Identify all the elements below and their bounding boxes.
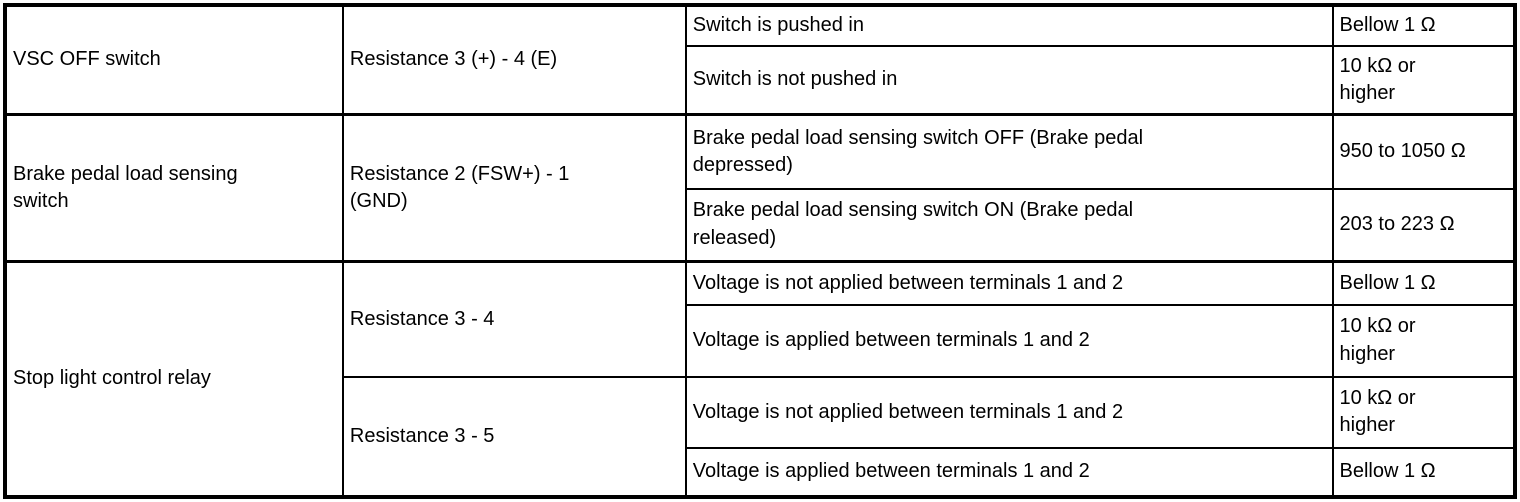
table-row: Voltage is applied between terminals 1 a… [5,446,1516,499]
value-cell: 10 kΩ or higher [1331,376,1516,449]
test-cell: Resistance 3 - 5 [341,376,687,498]
component-cell: VSC OFF switch [4,4,344,116]
test-cell: Resistance 3 (+) - 4 (E) [341,4,687,116]
value-cell: Bellow 1 Ω [1331,3,1516,48]
condition-cell: Brake pedal load sensing switch OFF (Bra… [684,113,1334,191]
component-cell: Brake pedal load sensing switch [4,113,344,263]
value-cell: Bellow 1 Ω [1331,446,1516,499]
test-cell: Resistance 3 - 4 [341,260,687,379]
condition-cell: Voltage is applied between terminals 1 a… [684,303,1334,379]
table-row: Switch is not pushed in 10 kΩ or higher [5,45,1516,116]
component-cell: Stop light control relay [4,260,344,499]
spec-table: VSC OFF switch Resistance 3 (+) - 4 (E) … [3,3,1517,499]
table-row: VSC OFF switch Resistance 3 (+) - 4 (E) … [4,3,1516,116]
value-cell: 950 to 1050 Ω [1331,113,1516,191]
table-row: Stop light control relay Resistance 3 - … [4,260,1516,499]
condition-cell: Switch is pushed in [684,3,1334,48]
value-cell: 10 kΩ or higher [1331,45,1516,116]
table-row: Voltage is applied between terminals 1 a… [5,303,1516,379]
value-cell: Bellow 1 Ω [1331,260,1516,306]
value-cell: 203 to 223 Ω [1331,188,1516,263]
value-cell: 10 kΩ or higher [1331,303,1516,379]
test-cell: Resistance 2 (FSW+) - 1 (GND) [341,113,687,263]
condition-cell: Brake pedal load sensing switch ON (Brak… [684,188,1334,263]
table-row: Brake pedal load sensing switch Resistan… [4,113,1516,263]
condition-cell: Voltage is not applied between terminals… [684,376,1334,449]
condition-cell: Switch is not pushed in [684,45,1334,116]
table-row: Resistance 3 - 5 Voltage is not applied … [5,376,1516,498]
table-row: Brake pedal load sensing switch ON (Brak… [5,188,1516,263]
condition-cell: Voltage is not applied between terminals… [684,260,1334,306]
condition-cell: Voltage is applied between terminals 1 a… [684,446,1334,499]
